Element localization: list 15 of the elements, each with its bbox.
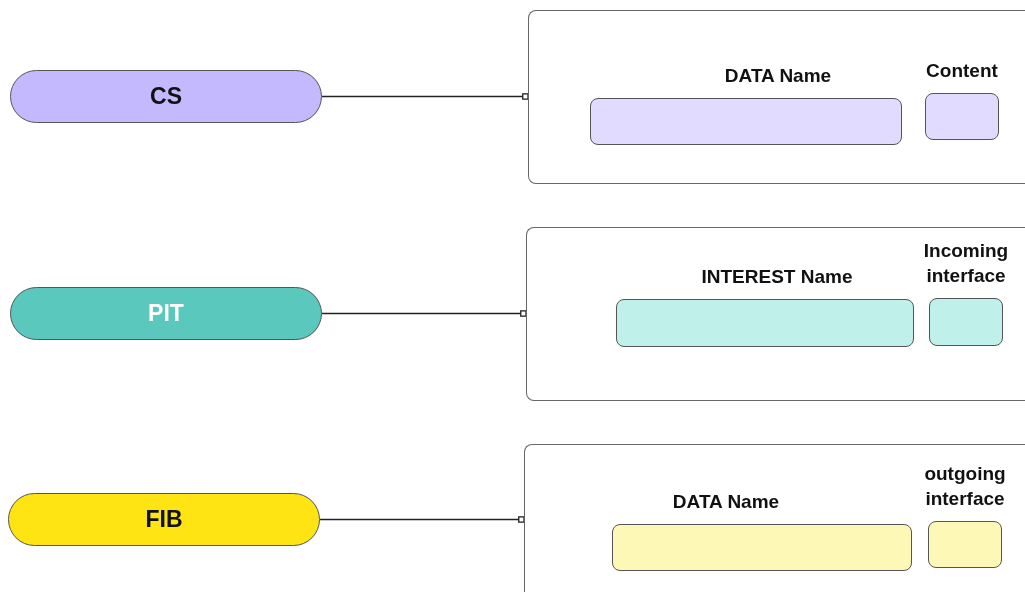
table-label-pill: PIT [10, 287, 322, 340]
connector-line [319, 516, 525, 523]
table-panel [524, 444, 1025, 592]
column-heading: Content [926, 59, 998, 83]
connector-line [321, 93, 529, 100]
column-heading: DATA Name [672, 490, 780, 514]
table-label-pill: FIB [8, 493, 320, 546]
table-panel [526, 227, 1025, 401]
column-heading: INTEREST Name [701, 265, 853, 289]
connector-line [321, 310, 527, 317]
column-heading: DATA Name [724, 64, 832, 88]
table-panel [528, 10, 1025, 184]
column-heading: Incoming interface [922, 239, 1010, 288]
table-label-pill: CS [10, 70, 322, 123]
column-heading: outgoing interface [923, 462, 1007, 511]
